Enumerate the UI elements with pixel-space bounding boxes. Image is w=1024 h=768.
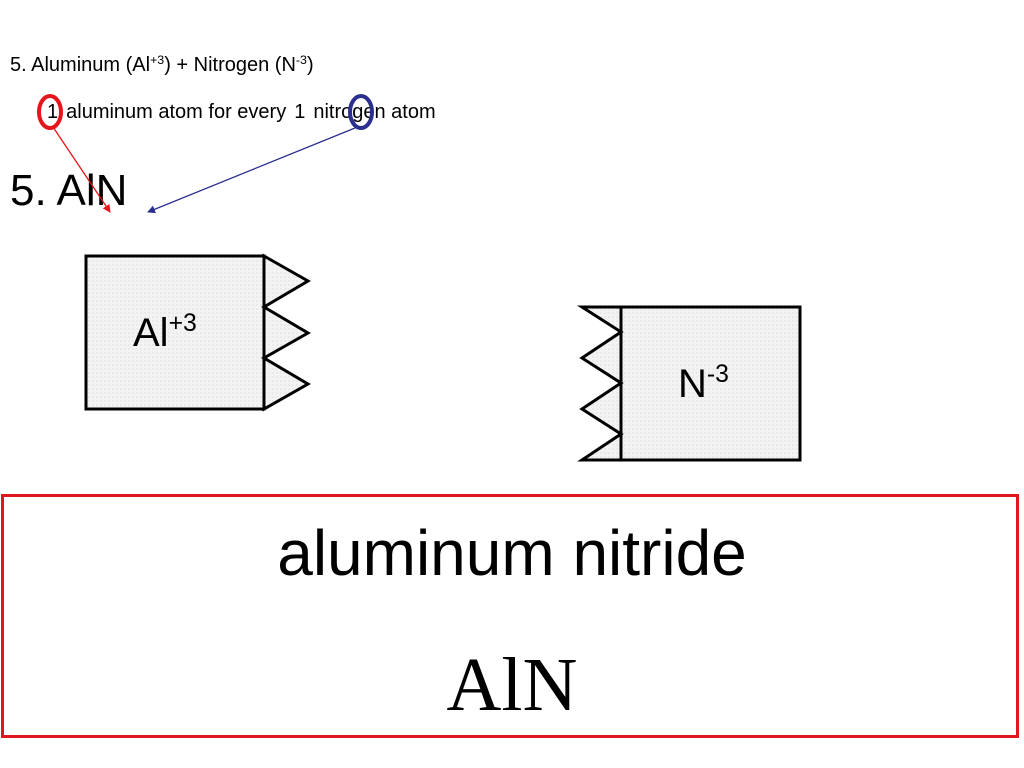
header-middle: ) + Nitrogen (N: [164, 54, 296, 76]
n-pointer-arrow: [147, 127, 356, 214]
al-pointer-arrow: [52, 126, 111, 213]
al-count-text: aluminum atom for every: [66, 101, 287, 123]
n-count-highlight-circle: [348, 94, 374, 130]
n-ion-label: N-3: [678, 361, 729, 407]
al-ion-tile: [84, 254, 266, 411]
al-symbol: Al: [133, 311, 169, 355]
compound-name: aluminum nitride: [277, 517, 747, 589]
n-ion-tile: [619, 305, 802, 462]
al-ion-notches: [261, 253, 311, 412]
n-count: 1: [294, 101, 306, 123]
al-count-highlight-circle: [37, 94, 63, 130]
al-ion-label: Al+3: [133, 310, 197, 356]
n-count-text: nitrogen atom: [313, 101, 436, 123]
compound-formula: AlN: [446, 643, 578, 727]
n-ion-notches: [576, 305, 624, 462]
ratio-statement: 1 aluminum atom for every 1 nitrogen atom: [47, 101, 436, 124]
n-symbol: N: [678, 362, 707, 406]
al-ion-charge: +3: [168, 310, 197, 338]
n-charge-superscript: -3: [295, 52, 307, 67]
header-prefix: 5. Aluminum (Al: [10, 54, 151, 76]
al-charge-superscript: +3: [150, 52, 165, 67]
problem-header: 5. Aluminum (Al+3) + Nitrogen (N-3): [10, 52, 314, 77]
answer-box: [1, 494, 1019, 738]
al-count: 1: [47, 101, 59, 123]
n-ion-charge: -3: [706, 361, 729, 389]
header-suffix: ): [306, 54, 314, 76]
